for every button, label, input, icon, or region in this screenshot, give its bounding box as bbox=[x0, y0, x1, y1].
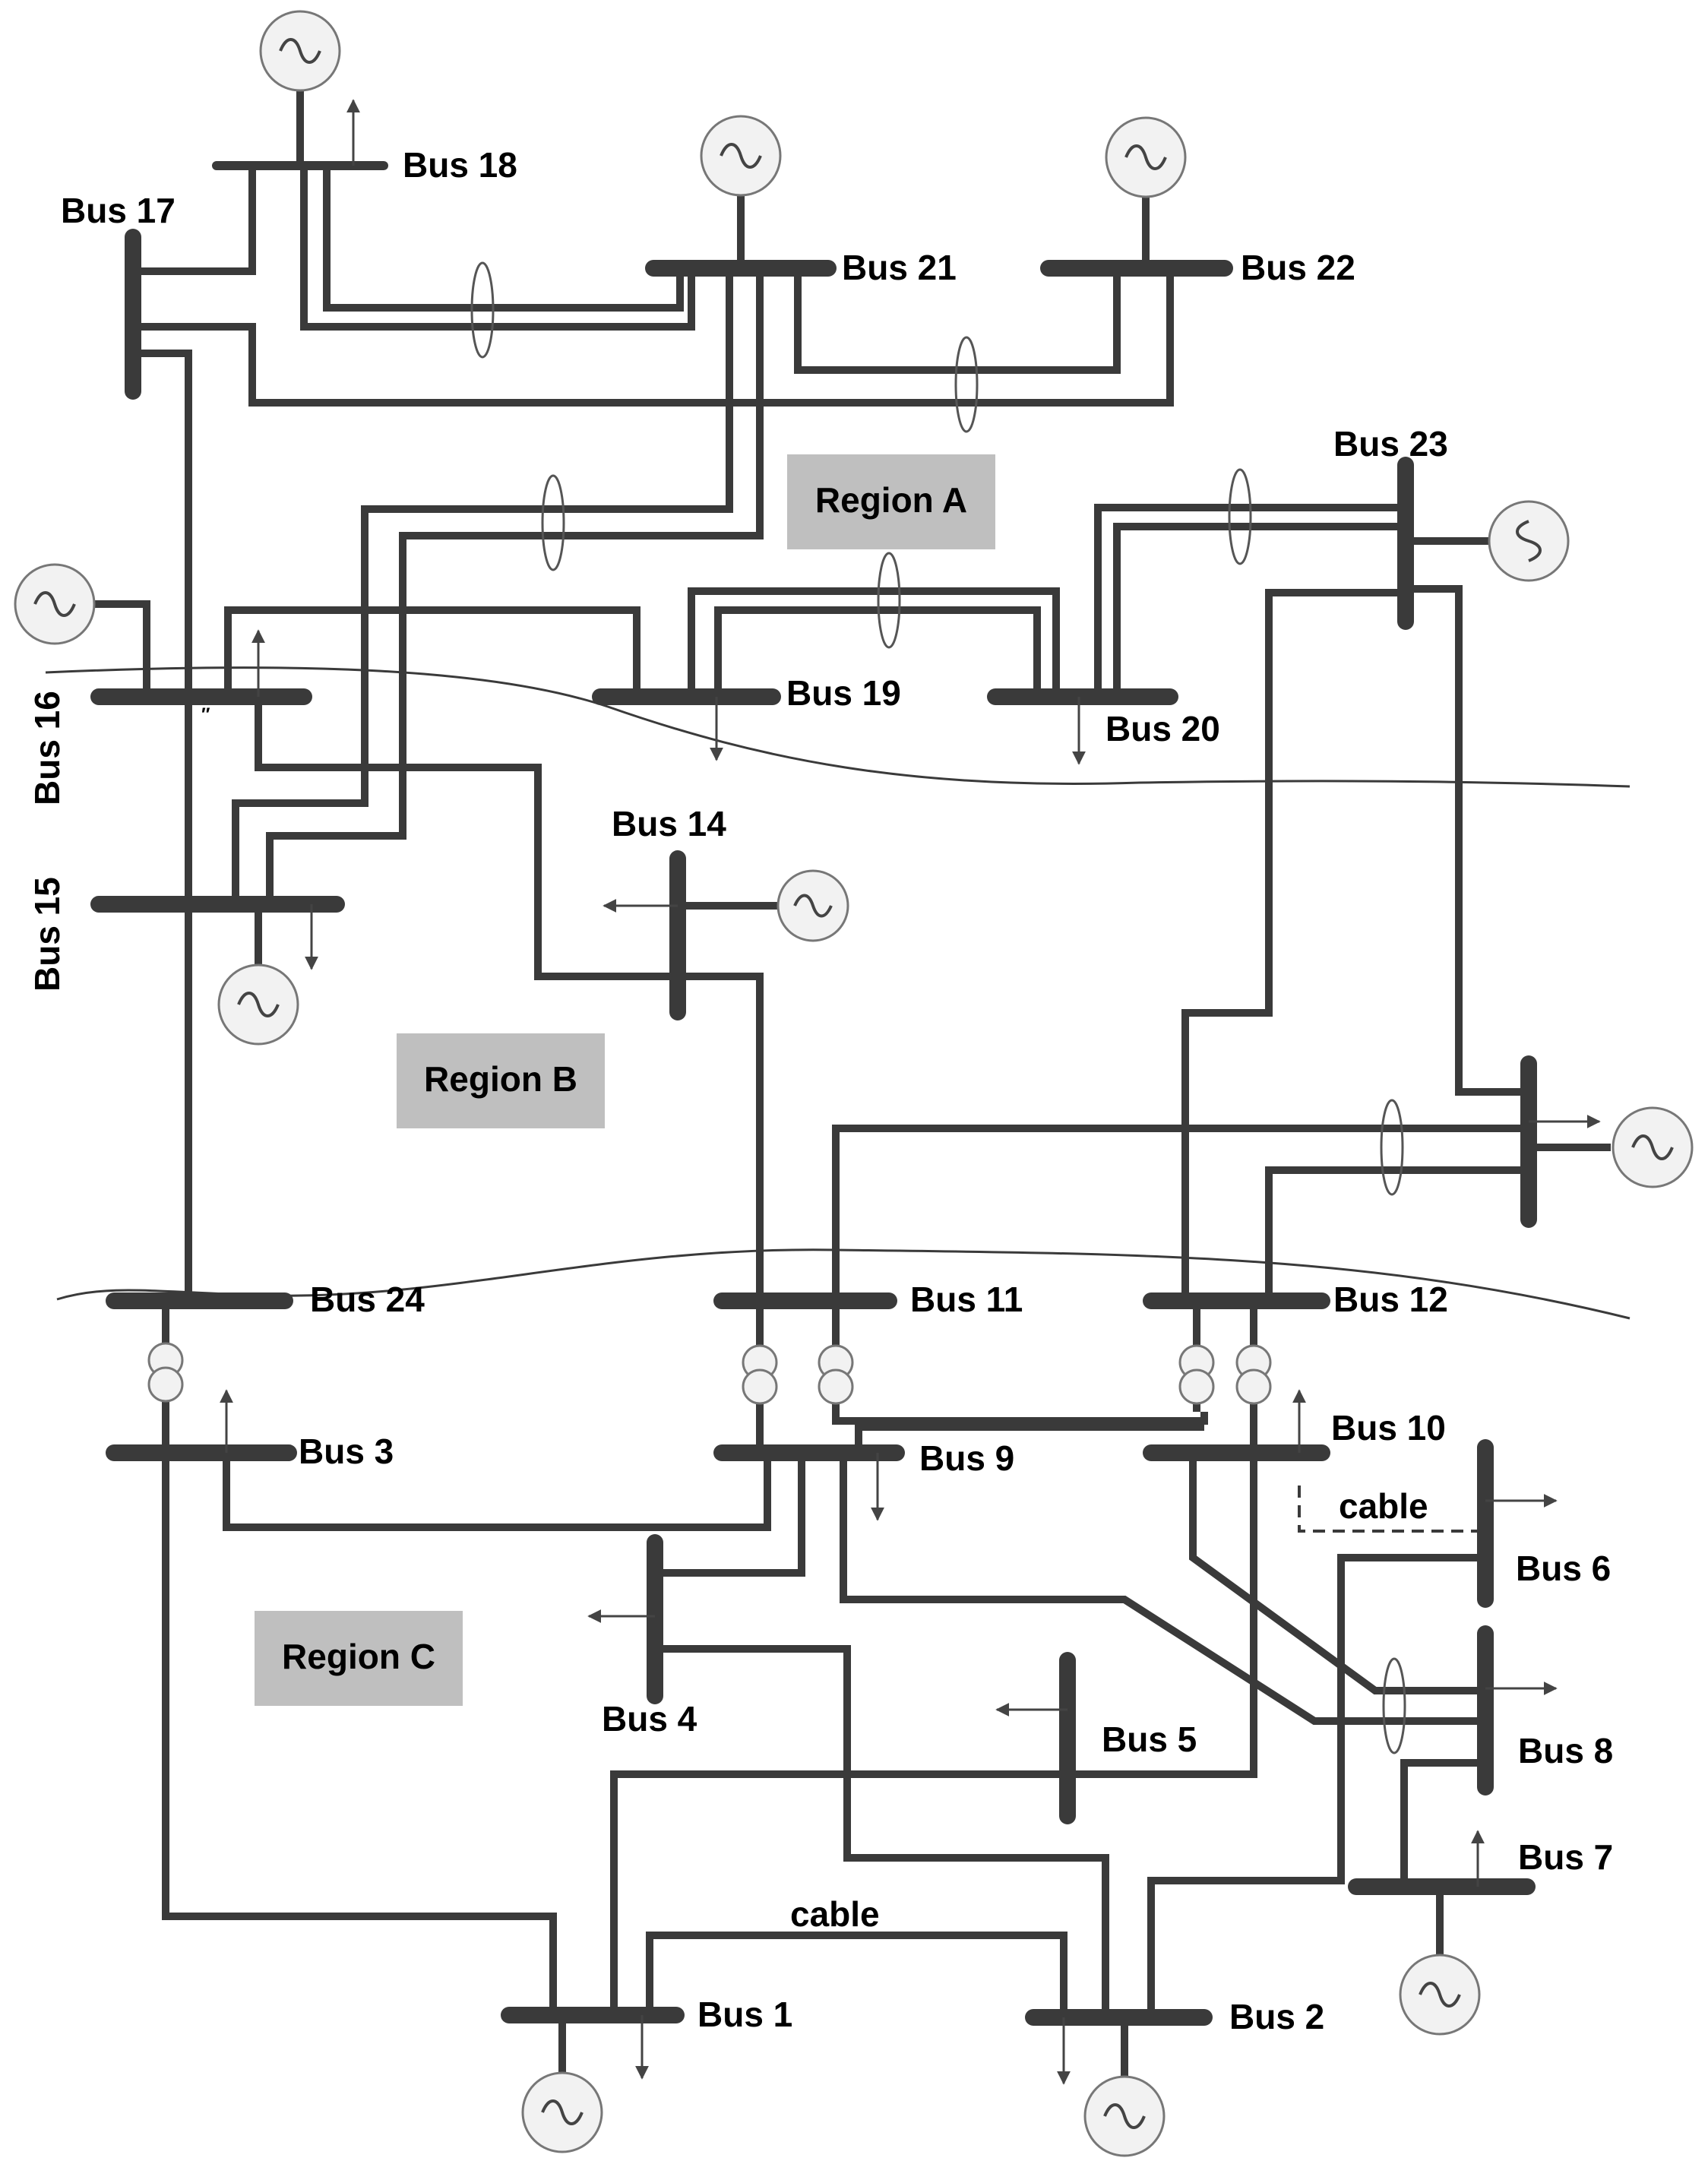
line-17-22 bbox=[133, 268, 1174, 407]
load-arrows bbox=[220, 99, 1601, 2085]
line-17-18 bbox=[133, 166, 256, 275]
line-13-12 bbox=[1265, 1166, 1529, 1301]
transformer-12-9 bbox=[1178, 1344, 1215, 1405]
gen-16-icon bbox=[14, 563, 96, 645]
transformer-11-9-a bbox=[742, 1344, 778, 1405]
label-bus-2: Bus 2 bbox=[1229, 1997, 1324, 2036]
line-3-9 bbox=[223, 1453, 771, 1531]
gen-21-icon bbox=[700, 115, 782, 197]
label-bus-10: Bus 10 bbox=[1331, 1408, 1446, 1448]
line-10-5 bbox=[610, 1453, 1257, 2015]
line-9-10-bridge-b bbox=[855, 1423, 1204, 1453]
label-bus-5: Bus 5 bbox=[1102, 1720, 1197, 1759]
gen-1-icon bbox=[521, 2071, 603, 2153]
line-23-13 bbox=[1406, 585, 1529, 1096]
boundary-a-b bbox=[45, 666, 1631, 788]
label-bus-4: Bus 4 bbox=[602, 1699, 697, 1739]
label-bus-24: Bus 24 bbox=[310, 1280, 425, 1319]
label-bus-15: Bus 15 bbox=[27, 877, 67, 992]
line-13-11 bbox=[832, 1125, 1529, 1301]
label-bus-19: Bus 19 bbox=[786, 673, 901, 713]
label-bus-6: Bus 6 bbox=[1516, 1549, 1611, 1588]
ellipse-8-lines bbox=[1382, 1657, 1406, 1754]
label-bus-8: Bus 8 bbox=[1518, 1731, 1613, 1770]
line-17-24 bbox=[133, 350, 192, 1301]
label-bus-3: Bus 3 bbox=[299, 1432, 394, 1471]
line-21-15-b bbox=[266, 268, 764, 904]
ellipse-20-23 bbox=[1228, 468, 1252, 565]
cable-label-1-2: cable bbox=[790, 1894, 880, 1934]
stray-mark: ″ bbox=[201, 704, 210, 725]
gen-2-icon bbox=[1083, 2075, 1166, 2157]
line-8-7 bbox=[1400, 1759, 1485, 1884]
label-bus-14: Bus 14 bbox=[612, 804, 726, 843]
transformer-24-3 bbox=[147, 1342, 184, 1403]
line-23-12 bbox=[1181, 589, 1406, 1301]
region-c-label: Region C bbox=[282, 1637, 435, 1676]
line-10-8 bbox=[1189, 1453, 1485, 1694]
label-bus-20: Bus 20 bbox=[1105, 709, 1220, 748]
gen-18-icon bbox=[259, 10, 341, 92]
label-bus-22: Bus 22 bbox=[1241, 248, 1355, 287]
ellipse-21-22 bbox=[954, 336, 979, 433]
cable-label-10-6: cable bbox=[1339, 1486, 1428, 1526]
region-b-label: Region B bbox=[424, 1059, 577, 1099]
gen-15-icon bbox=[217, 963, 299, 1046]
line-9-4 bbox=[655, 1453, 805, 1577]
line-group-ellipses bbox=[470, 261, 1406, 1754]
label-bus-17: Bus 17 bbox=[61, 191, 176, 230]
line-16-14 bbox=[255, 697, 678, 980]
gen-14-icon bbox=[777, 869, 849, 942]
bus-bars bbox=[90, 161, 1537, 2026]
line-19-20-a bbox=[688, 587, 1060, 697]
gen-22-icon bbox=[1105, 116, 1187, 198]
label-bus-9: Bus 9 bbox=[919, 1438, 1014, 1478]
label-bus-1: Bus 1 bbox=[697, 1995, 792, 2034]
line-4-2 bbox=[655, 1645, 1109, 2017]
region-b-box: Region B bbox=[397, 1033, 605, 1128]
gen-7-icon bbox=[1399, 1954, 1481, 2036]
ellipse-13-lines bbox=[1380, 1099, 1404, 1196]
cable-10-6-dashed bbox=[1298, 1485, 1485, 1533]
label-bus-16: Bus 16 bbox=[27, 691, 67, 805]
region-c-box: Region C bbox=[255, 1611, 463, 1706]
line-20-23-a bbox=[1094, 504, 1406, 697]
bus-labels: Bus 18 Bus 17 Bus 21 Bus 22 Bus 23 Bus 1… bbox=[27, 145, 1613, 2036]
line-9-8 bbox=[840, 1453, 1485, 1725]
line-20-23-b bbox=[1113, 523, 1406, 697]
gen-stub-16 bbox=[95, 600, 150, 697]
gen-23-icon bbox=[1488, 500, 1570, 582]
label-bus-12: Bus 12 bbox=[1333, 1280, 1448, 1319]
line-9-10-bridge-a bbox=[832, 1406, 1208, 1425]
transmission-lines bbox=[95, 84, 1611, 2078]
transformers bbox=[147, 1342, 1272, 1405]
line-3-1 bbox=[162, 1400, 557, 2015]
label-bus-7: Bus 7 bbox=[1518, 1837, 1613, 1877]
label-bus-11: Bus 11 bbox=[910, 1280, 1023, 1319]
line-6-2 bbox=[1147, 1554, 1485, 2017]
label-bus-23: Bus 23 bbox=[1333, 424, 1448, 464]
line-21-15-a bbox=[232, 268, 733, 904]
label-bus-18: Bus 18 bbox=[403, 145, 517, 185]
transformer-11-9-b bbox=[818, 1344, 854, 1405]
region-a-label: Region A bbox=[815, 480, 967, 520]
line-14-11 bbox=[678, 973, 764, 1301]
region-a-box: Region A bbox=[787, 454, 995, 549]
line-18-21-a bbox=[323, 166, 684, 312]
transformer-12-10 bbox=[1235, 1344, 1272, 1405]
ellipse-19-20 bbox=[877, 552, 901, 649]
gen-13-icon bbox=[1612, 1106, 1694, 1188]
ellipse-21-15 bbox=[541, 474, 565, 571]
line-18-21-b bbox=[300, 166, 695, 331]
line-1-2-cable bbox=[646, 1932, 1068, 2017]
label-bus-21: Bus 21 bbox=[842, 248, 957, 287]
line-16-19 bbox=[224, 606, 640, 697]
ellipse-18-21 bbox=[470, 261, 495, 359]
